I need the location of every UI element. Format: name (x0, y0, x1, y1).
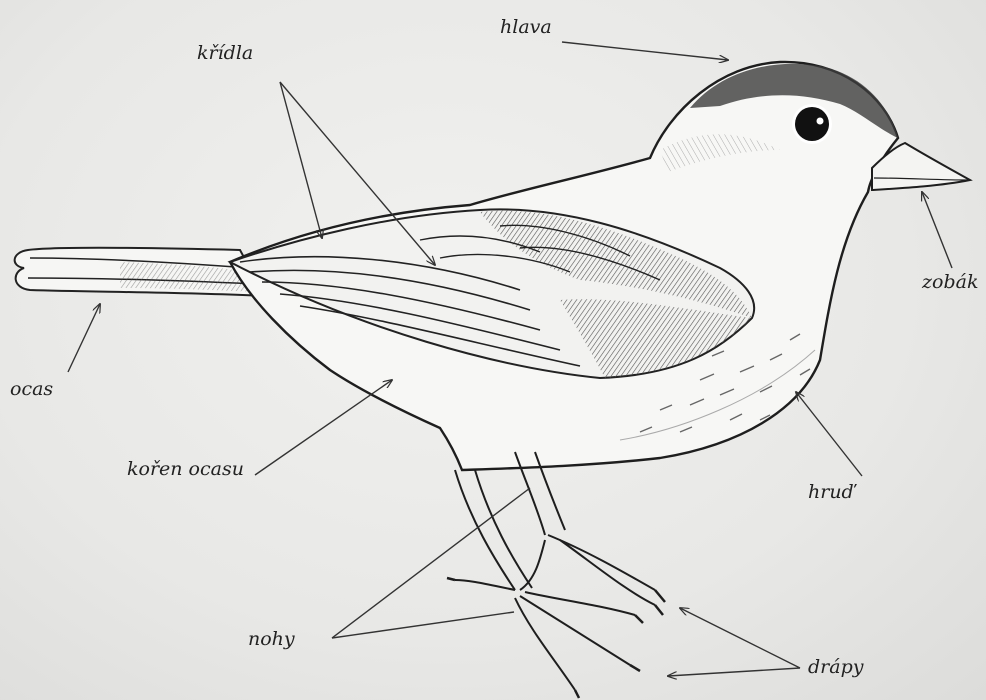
leader-legs-1 (332, 488, 530, 638)
leader-tail-base (255, 380, 392, 475)
leader-head (562, 42, 728, 60)
leader-tail (68, 304, 100, 372)
label-claws: drápy (808, 658, 863, 677)
bird-eye (792, 104, 832, 144)
label-legs: nohy (248, 630, 295, 649)
label-beak: zobák (922, 273, 978, 292)
bird-tail (15, 248, 265, 296)
label-tail-base: kořen ocasu (127, 460, 244, 479)
leader-claws-2 (668, 668, 800, 676)
leader-chest (796, 392, 862, 476)
leader-claws-1 (680, 608, 800, 668)
leader-wings-1 (280, 82, 322, 238)
label-wings: křídla (197, 44, 253, 63)
bird-legs (447, 452, 665, 698)
label-chest: hruď (808, 483, 854, 502)
label-head: hlava (500, 18, 552, 37)
leader-legs-2 (332, 612, 514, 638)
leader-beak (922, 192, 952, 268)
label-tail: ocas (10, 380, 53, 399)
